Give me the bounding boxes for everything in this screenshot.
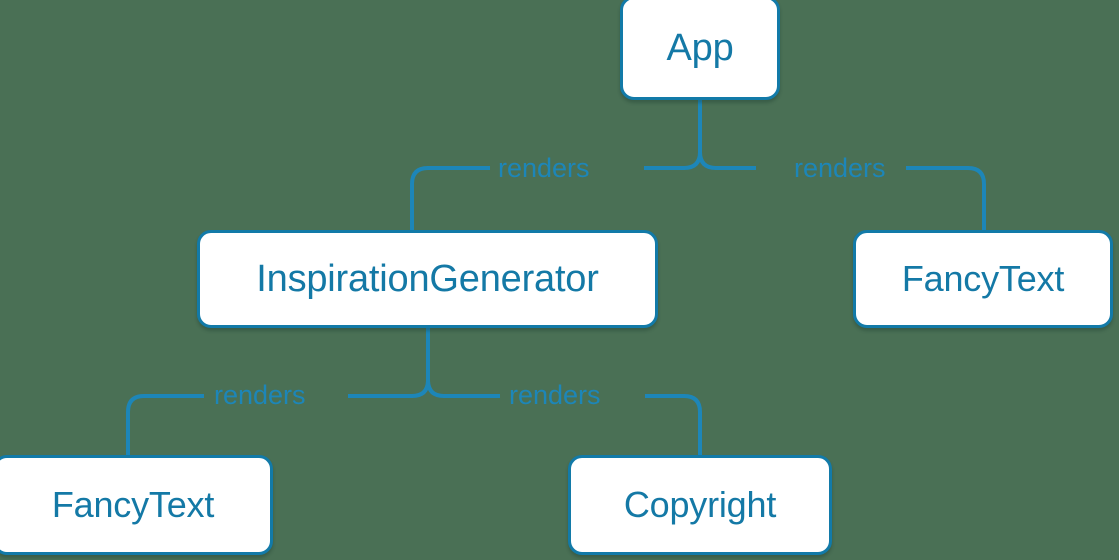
edge-ig-split-right: [426, 379, 500, 398]
edge-app-fancy-right-run: [906, 166, 986, 230]
node-inspiration-generator[interactable]: InspirationGenerator: [197, 230, 658, 328]
edge-label-app-to-inspiration-generator: renders: [498, 153, 590, 183]
edge-ig-copyright-run: [645, 394, 702, 455]
edge-label-inspiration-generator-to-copyright: renders: [509, 380, 601, 410]
node-fancy-text-left-label: FancyText: [51, 484, 215, 525]
edge-ig-fancy-run: [126, 394, 204, 455]
edge-app-inspgen-left-run: [410, 166, 490, 230]
node-copyright[interactable]: Copyright: [568, 455, 832, 555]
node-app-label: App: [666, 27, 734, 69]
node-app[interactable]: App: [620, 0, 780, 100]
edge-label-inspiration-generator-to-fancy-text: renders: [214, 380, 306, 410]
edge-app-split-right: [698, 151, 756, 170]
node-fancy-text-right[interactable]: FancyText: [853, 230, 1113, 328]
node-copyright-label: Copyright: [623, 484, 777, 525]
node-fancy-text-right-label: FancyText: [901, 258, 1065, 299]
edge-ig-split-left: [348, 379, 430, 398]
node-inspiration-generator-label: InspirationGenerator: [256, 258, 599, 300]
node-fancy-text-left[interactable]: FancyText: [0, 455, 273, 555]
edge-label-app-to-fancy-text: renders: [794, 153, 886, 183]
edge-app-split-left: [644, 151, 702, 170]
